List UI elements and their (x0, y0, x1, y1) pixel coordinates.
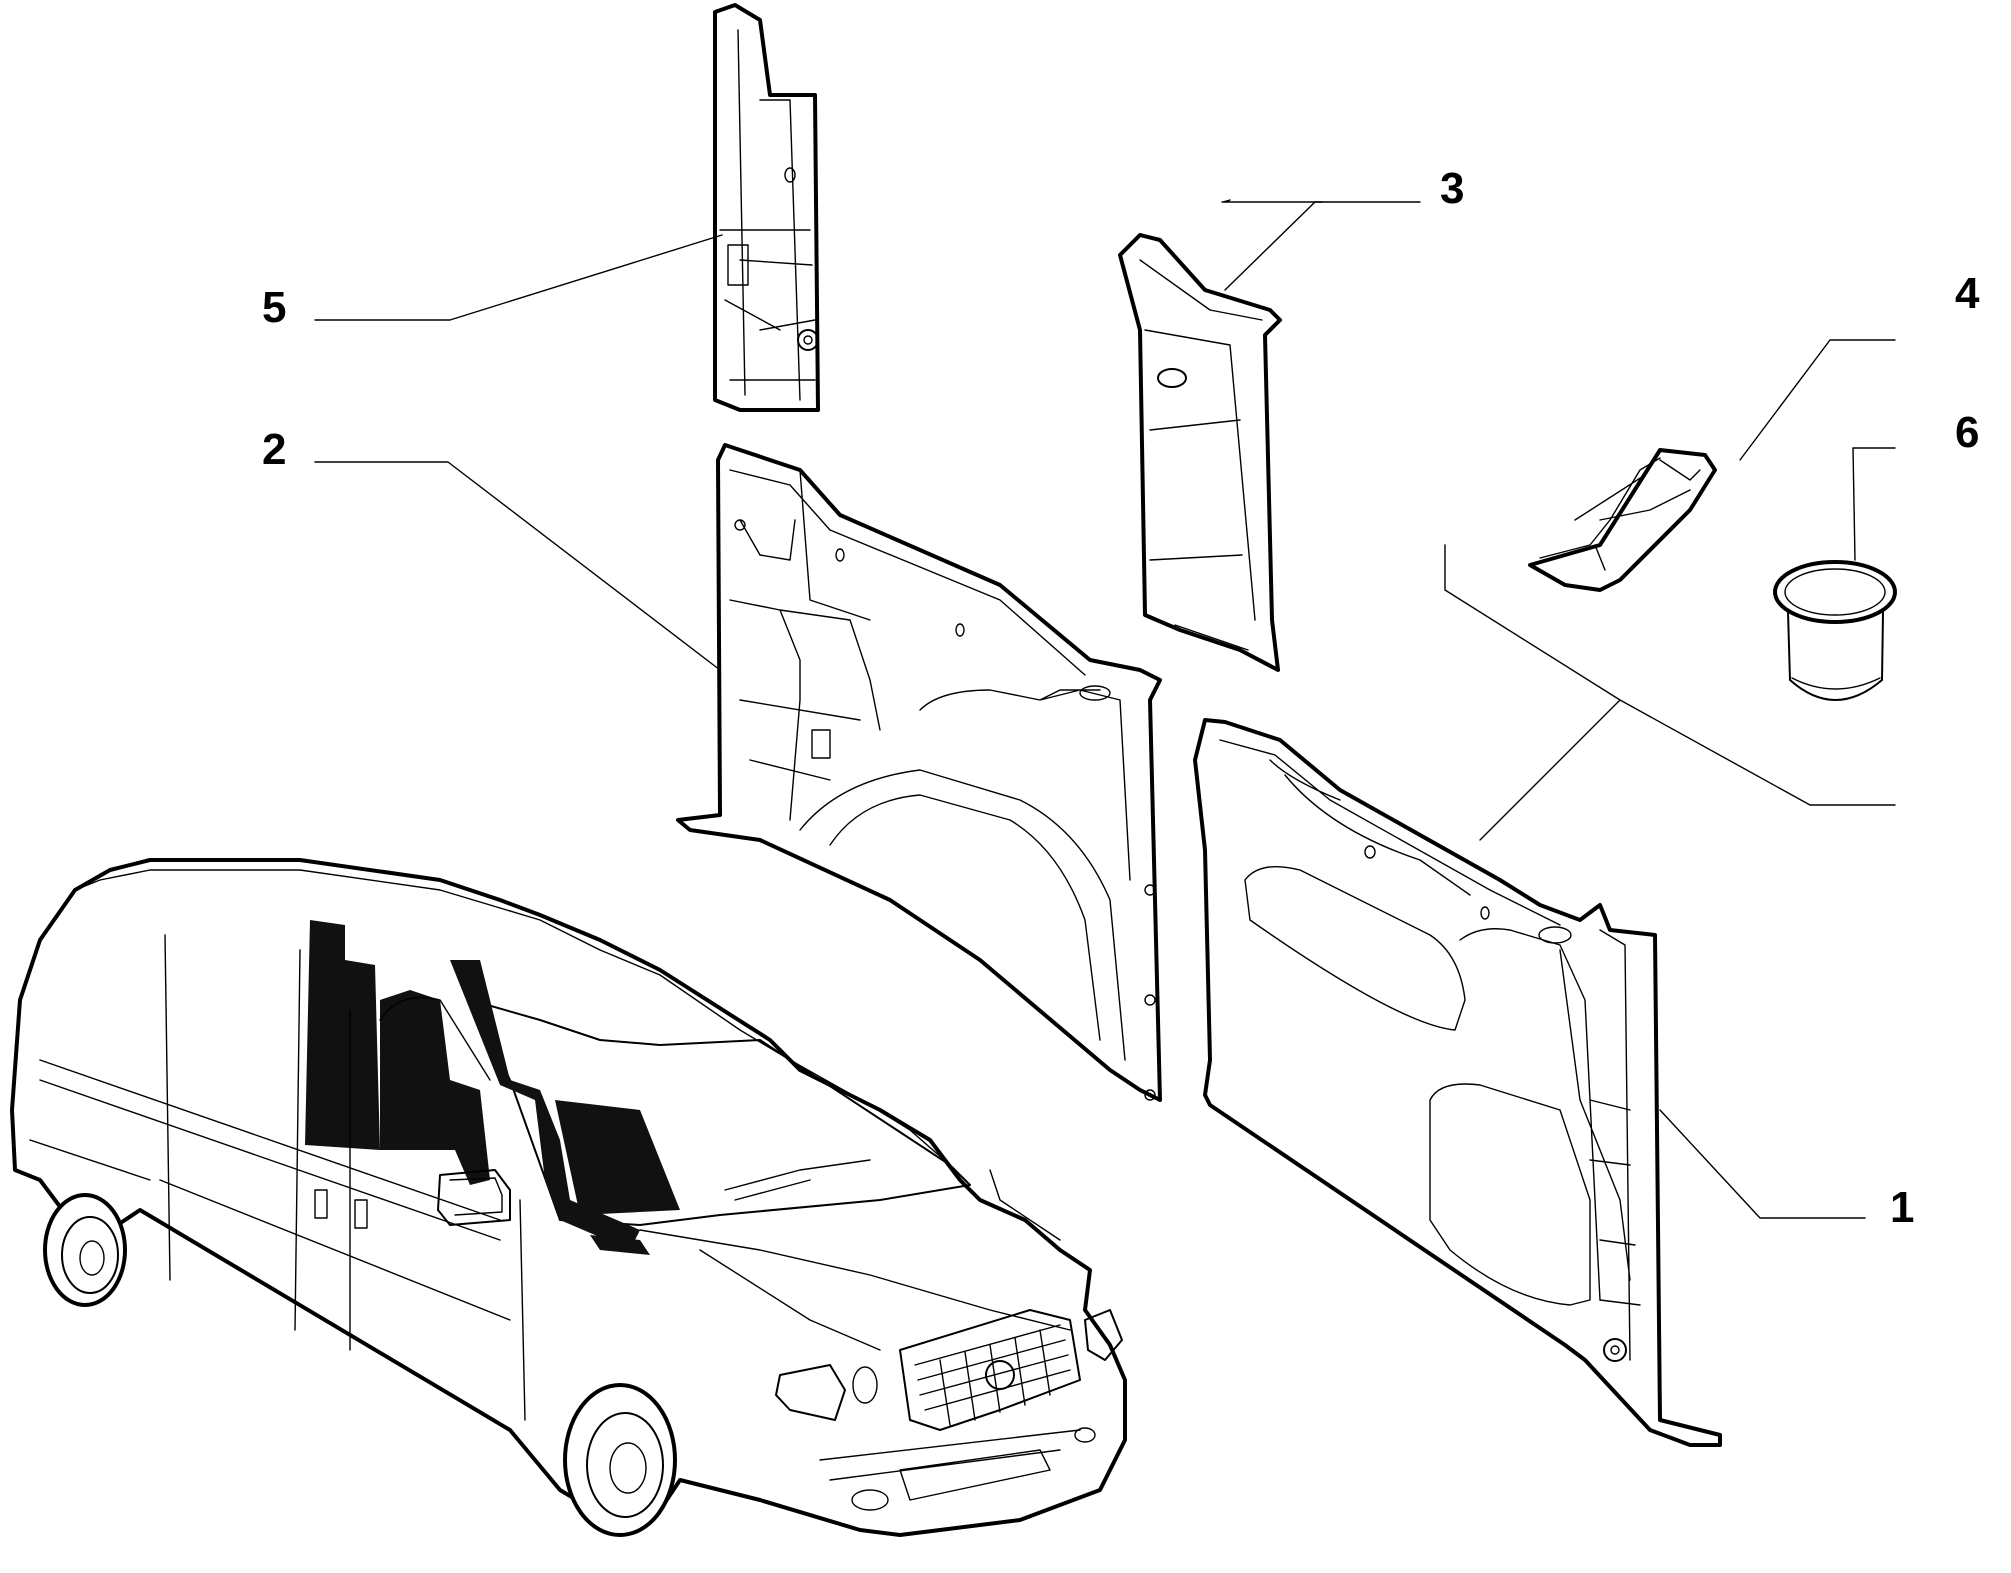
callout-6[interactable]: 6 (1955, 408, 1979, 457)
callout-1[interactable]: 1 (1890, 1183, 1914, 1232)
callout-labels: 5 2 3 4 6 1 (262, 164, 1980, 1232)
part-3-pillar-trim[interactable] (1118, 233, 1282, 672)
part-2-side-panel[interactable] (676, 443, 1162, 1102)
van-illustration (10, 858, 1127, 1537)
callout-3[interactable]: 3 (1440, 164, 1464, 213)
leader-lines (314, 199, 1896, 1219)
part-1-side-panel[interactable] (1193, 718, 1722, 1447)
callout-5[interactable]: 5 (262, 283, 286, 332)
callout-2[interactable]: 2 (262, 425, 286, 474)
part-6-cup-holder[interactable] (1773, 560, 1897, 701)
part-5-pillar-trim[interactable] (713, 3, 820, 412)
part-4-cup-tray[interactable] (1528, 448, 1717, 592)
callout-4[interactable]: 4 (1955, 269, 1980, 318)
